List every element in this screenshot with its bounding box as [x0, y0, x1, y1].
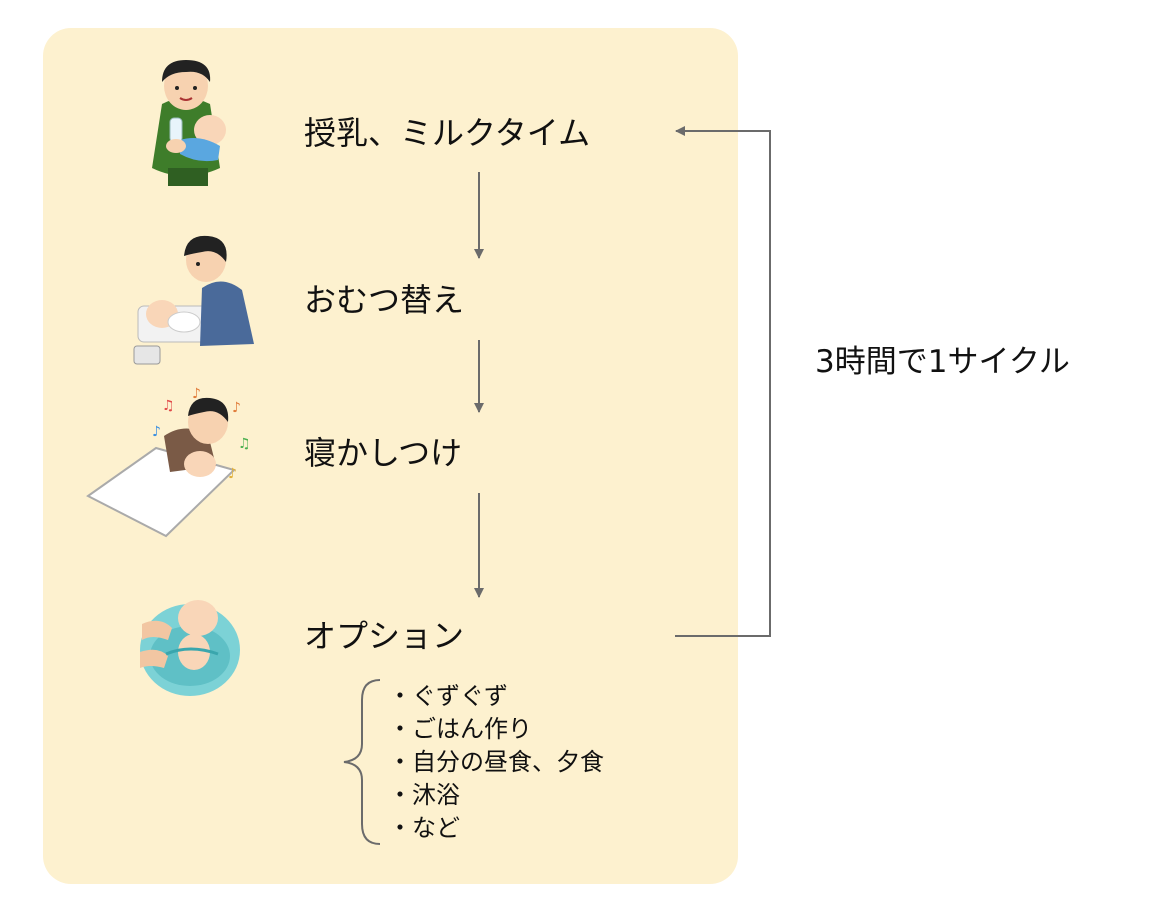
father-bottle-feeding-baby-icon [152, 60, 226, 186]
option-item: ・など [388, 814, 460, 842]
step-option: オプション [304, 617, 465, 655]
svg-text:♫: ♫ [162, 398, 175, 414]
loop-arrow [675, 126, 771, 637]
option-item: ・沐浴 [388, 781, 460, 809]
father-lullaby-baby-icon: ♫ ♪ ♪ ♪ ♫ ♪ [86, 386, 251, 538]
option-item: ・ごはん作り [388, 715, 532, 743]
step-sleep: 寝かしつけ [304, 434, 463, 472]
baby-bath-icon [140, 600, 240, 696]
option-brace [343, 679, 381, 845]
svg-text:♪: ♪ [152, 424, 161, 440]
option-item: ・ぐずぐず [388, 682, 508, 710]
option-list: ・ぐずぐず ・ごはん作り ・自分の昼食、夕食 ・沐浴 ・など [388, 680, 604, 845]
svg-text:♪: ♪ [232, 400, 241, 416]
option-item: ・自分の昼食、夕食 [388, 748, 604, 776]
svg-text:♪: ♪ [192, 386, 201, 402]
svg-text:♫: ♫ [238, 436, 251, 452]
cycle-label: 3時間で1サイクル [815, 344, 1070, 380]
step-feeding: 授乳、ミルクタイム [304, 114, 591, 152]
father-changing-diaper-icon [133, 235, 254, 365]
step-diaper: おむつ替え [304, 281, 465, 319]
svg-text:♪: ♪ [228, 466, 237, 482]
